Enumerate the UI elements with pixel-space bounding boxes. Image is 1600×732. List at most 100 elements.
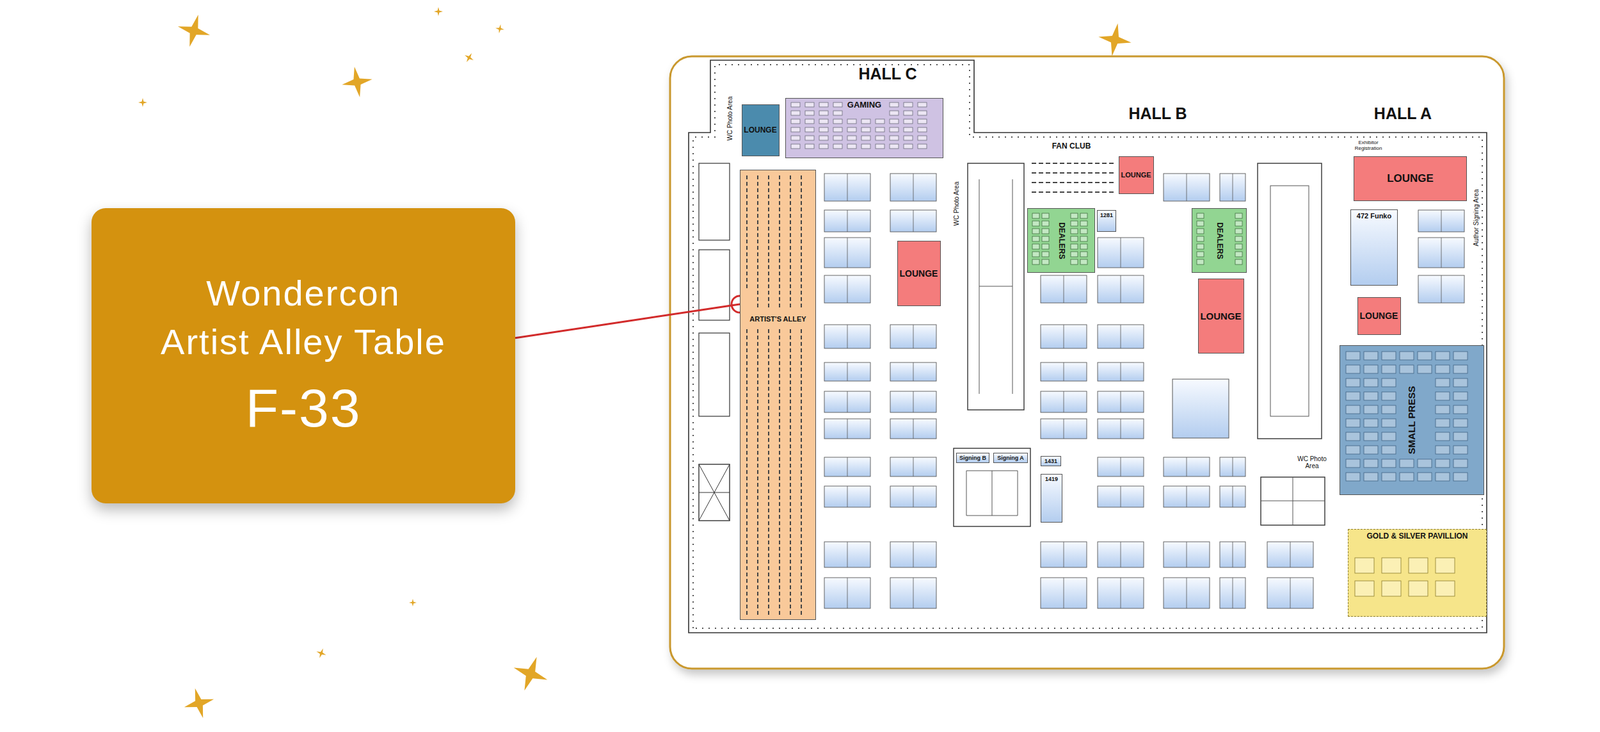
booth-divider: [1186, 577, 1188, 608]
table-mark: [789, 584, 792, 589]
table-mark: [875, 127, 885, 132]
booth-divider: [847, 173, 848, 201]
area-label: GOLD & SILVER PAVILLION: [1366, 531, 1468, 541]
table-mark: [800, 277, 802, 282]
table-mark: [800, 200, 802, 205]
table-mark: [1032, 220, 1040, 226]
table-mark: [800, 424, 802, 429]
table-mark: [757, 424, 759, 429]
table-mark: [778, 431, 781, 436]
table-mark: [800, 399, 802, 404]
table-mark: [757, 360, 759, 365]
table-mark: [746, 175, 748, 180]
table-mark: [1399, 472, 1414, 481]
service-structure: [698, 332, 730, 416]
table-mark: [768, 399, 770, 404]
booth-block: [890, 418, 937, 439]
table-mark: [778, 424, 781, 429]
table-mark: [1417, 351, 1432, 360]
table-mark: [800, 604, 802, 608]
table-mark: [800, 546, 802, 551]
table-mark: [1381, 557, 1401, 573]
table-mark: [1399, 458, 1414, 468]
table-mark: [757, 578, 759, 583]
table-mark: [768, 456, 770, 461]
table-mark: [800, 360, 802, 365]
table-mark: [800, 584, 802, 589]
table-mark: [778, 450, 781, 455]
signing-detail: [966, 470, 1018, 516]
table-mark: [861, 135, 871, 141]
table-mark: [1041, 251, 1049, 257]
table-mark: [800, 495, 802, 500]
table-mark: [768, 335, 770, 340]
table-mark: [757, 476, 759, 480]
table-mark: [1235, 228, 1243, 234]
table-mark: [889, 119, 899, 124]
booth-block: [1219, 541, 1246, 568]
table-mark: [746, 450, 748, 455]
table-mark: [768, 476, 770, 480]
table-mark: [778, 546, 781, 551]
table-mark: [778, 367, 781, 372]
table-mark: [768, 175, 770, 180]
table-mark: [778, 226, 781, 231]
table-mark: [768, 360, 770, 365]
table-mark: [789, 258, 792, 263]
table-mark: [800, 450, 802, 455]
table-mark: [800, 373, 802, 378]
booth-block: [1097, 418, 1144, 439]
table-mark: [778, 610, 781, 615]
table-mark: [1435, 405, 1450, 414]
table-mark: [903, 110, 913, 116]
area-label: LOUNGE: [1386, 172, 1434, 185]
table-mark: [789, 239, 792, 244]
table-mark: [1435, 364, 1450, 374]
table-mark: [778, 482, 781, 487]
table-mark: [789, 188, 792, 192]
booth-block: [890, 209, 937, 232]
table-mark: [903, 135, 913, 141]
booth-divider: [1120, 362, 1122, 381]
area-furniture: [1348, 529, 1487, 616]
table-mark: [778, 386, 781, 391]
booth-block: [1418, 275, 1465, 303]
table-mark: [800, 239, 802, 244]
table-mark: [768, 527, 770, 532]
table-mark: [819, 135, 829, 141]
table-mark: [1235, 259, 1243, 265]
table-mark: [789, 213, 792, 218]
table-mark: [917, 102, 927, 107]
table-mark: [1381, 418, 1396, 427]
table-mark: [1345, 351, 1360, 360]
table-mark: [903, 144, 913, 149]
table-mark: [746, 540, 748, 544]
table-mark: [778, 271, 781, 276]
area-label: Signing A: [997, 454, 1024, 461]
table-mark: [800, 232, 802, 237]
dealers-area: DEALERS: [1191, 208, 1247, 273]
table-mark: [757, 533, 759, 538]
area-furniture: [740, 170, 816, 619]
table-mark: [789, 463, 792, 468]
table-mark: [768, 252, 770, 256]
table-mark: [805, 135, 815, 141]
booth-divider: [1063, 362, 1065, 381]
table-mark: [746, 188, 748, 192]
table-mark: [789, 431, 792, 436]
booth-divider: [913, 418, 914, 439]
table-mark: [768, 450, 770, 455]
table-mark: [800, 213, 802, 218]
table-mark: [746, 508, 748, 512]
table-mark: [1363, 472, 1378, 481]
table-mark: [768, 604, 770, 608]
table-mark: [746, 476, 748, 480]
table-mark: [789, 405, 792, 410]
table-mark: [778, 354, 781, 359]
large-booth: [1172, 378, 1229, 438]
table-mark: [1363, 405, 1378, 414]
lounge-area: LOUNGE: [1118, 156, 1154, 194]
table-mark: [778, 520, 781, 525]
table-mark: [1408, 557, 1428, 573]
table-mark: [789, 552, 792, 557]
